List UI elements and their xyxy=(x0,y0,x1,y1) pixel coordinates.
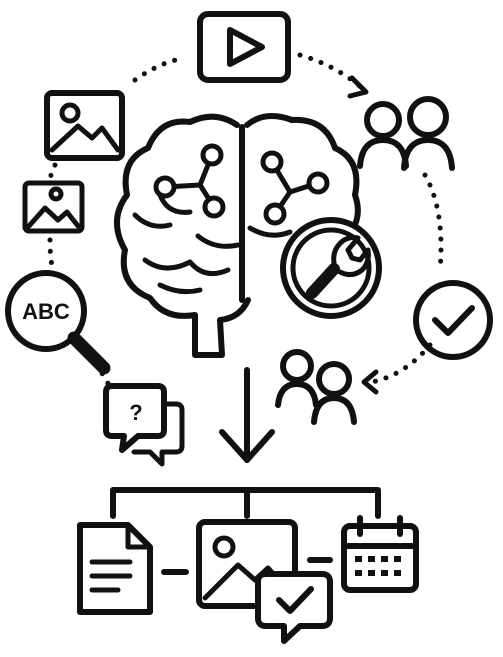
magnifier-abc-icon: ABC xyxy=(5,270,111,375)
magnifier-label: ABC xyxy=(22,299,70,324)
tree-connector xyxy=(110,487,381,575)
brain-network-icon xyxy=(114,113,361,358)
question-chat-icon: ? xyxy=(103,383,185,467)
users-icon xyxy=(357,96,455,171)
image-icon xyxy=(44,90,125,161)
video-play-icon xyxy=(197,11,291,83)
neural-network-left xyxy=(153,143,226,219)
down-arrow-icon xyxy=(219,367,275,463)
calendar-icon xyxy=(341,515,419,593)
wrench-gear-icon xyxy=(280,217,382,319)
neural-network-right xyxy=(260,150,330,226)
approve-chat-icon xyxy=(255,571,333,644)
users-icon xyxy=(275,349,357,425)
checkmark-circle-icon xyxy=(413,280,493,360)
question-mark: ? xyxy=(129,400,142,425)
image-icon xyxy=(22,180,85,234)
document-icon xyxy=(77,522,153,615)
flow-arrowheads xyxy=(347,75,379,395)
